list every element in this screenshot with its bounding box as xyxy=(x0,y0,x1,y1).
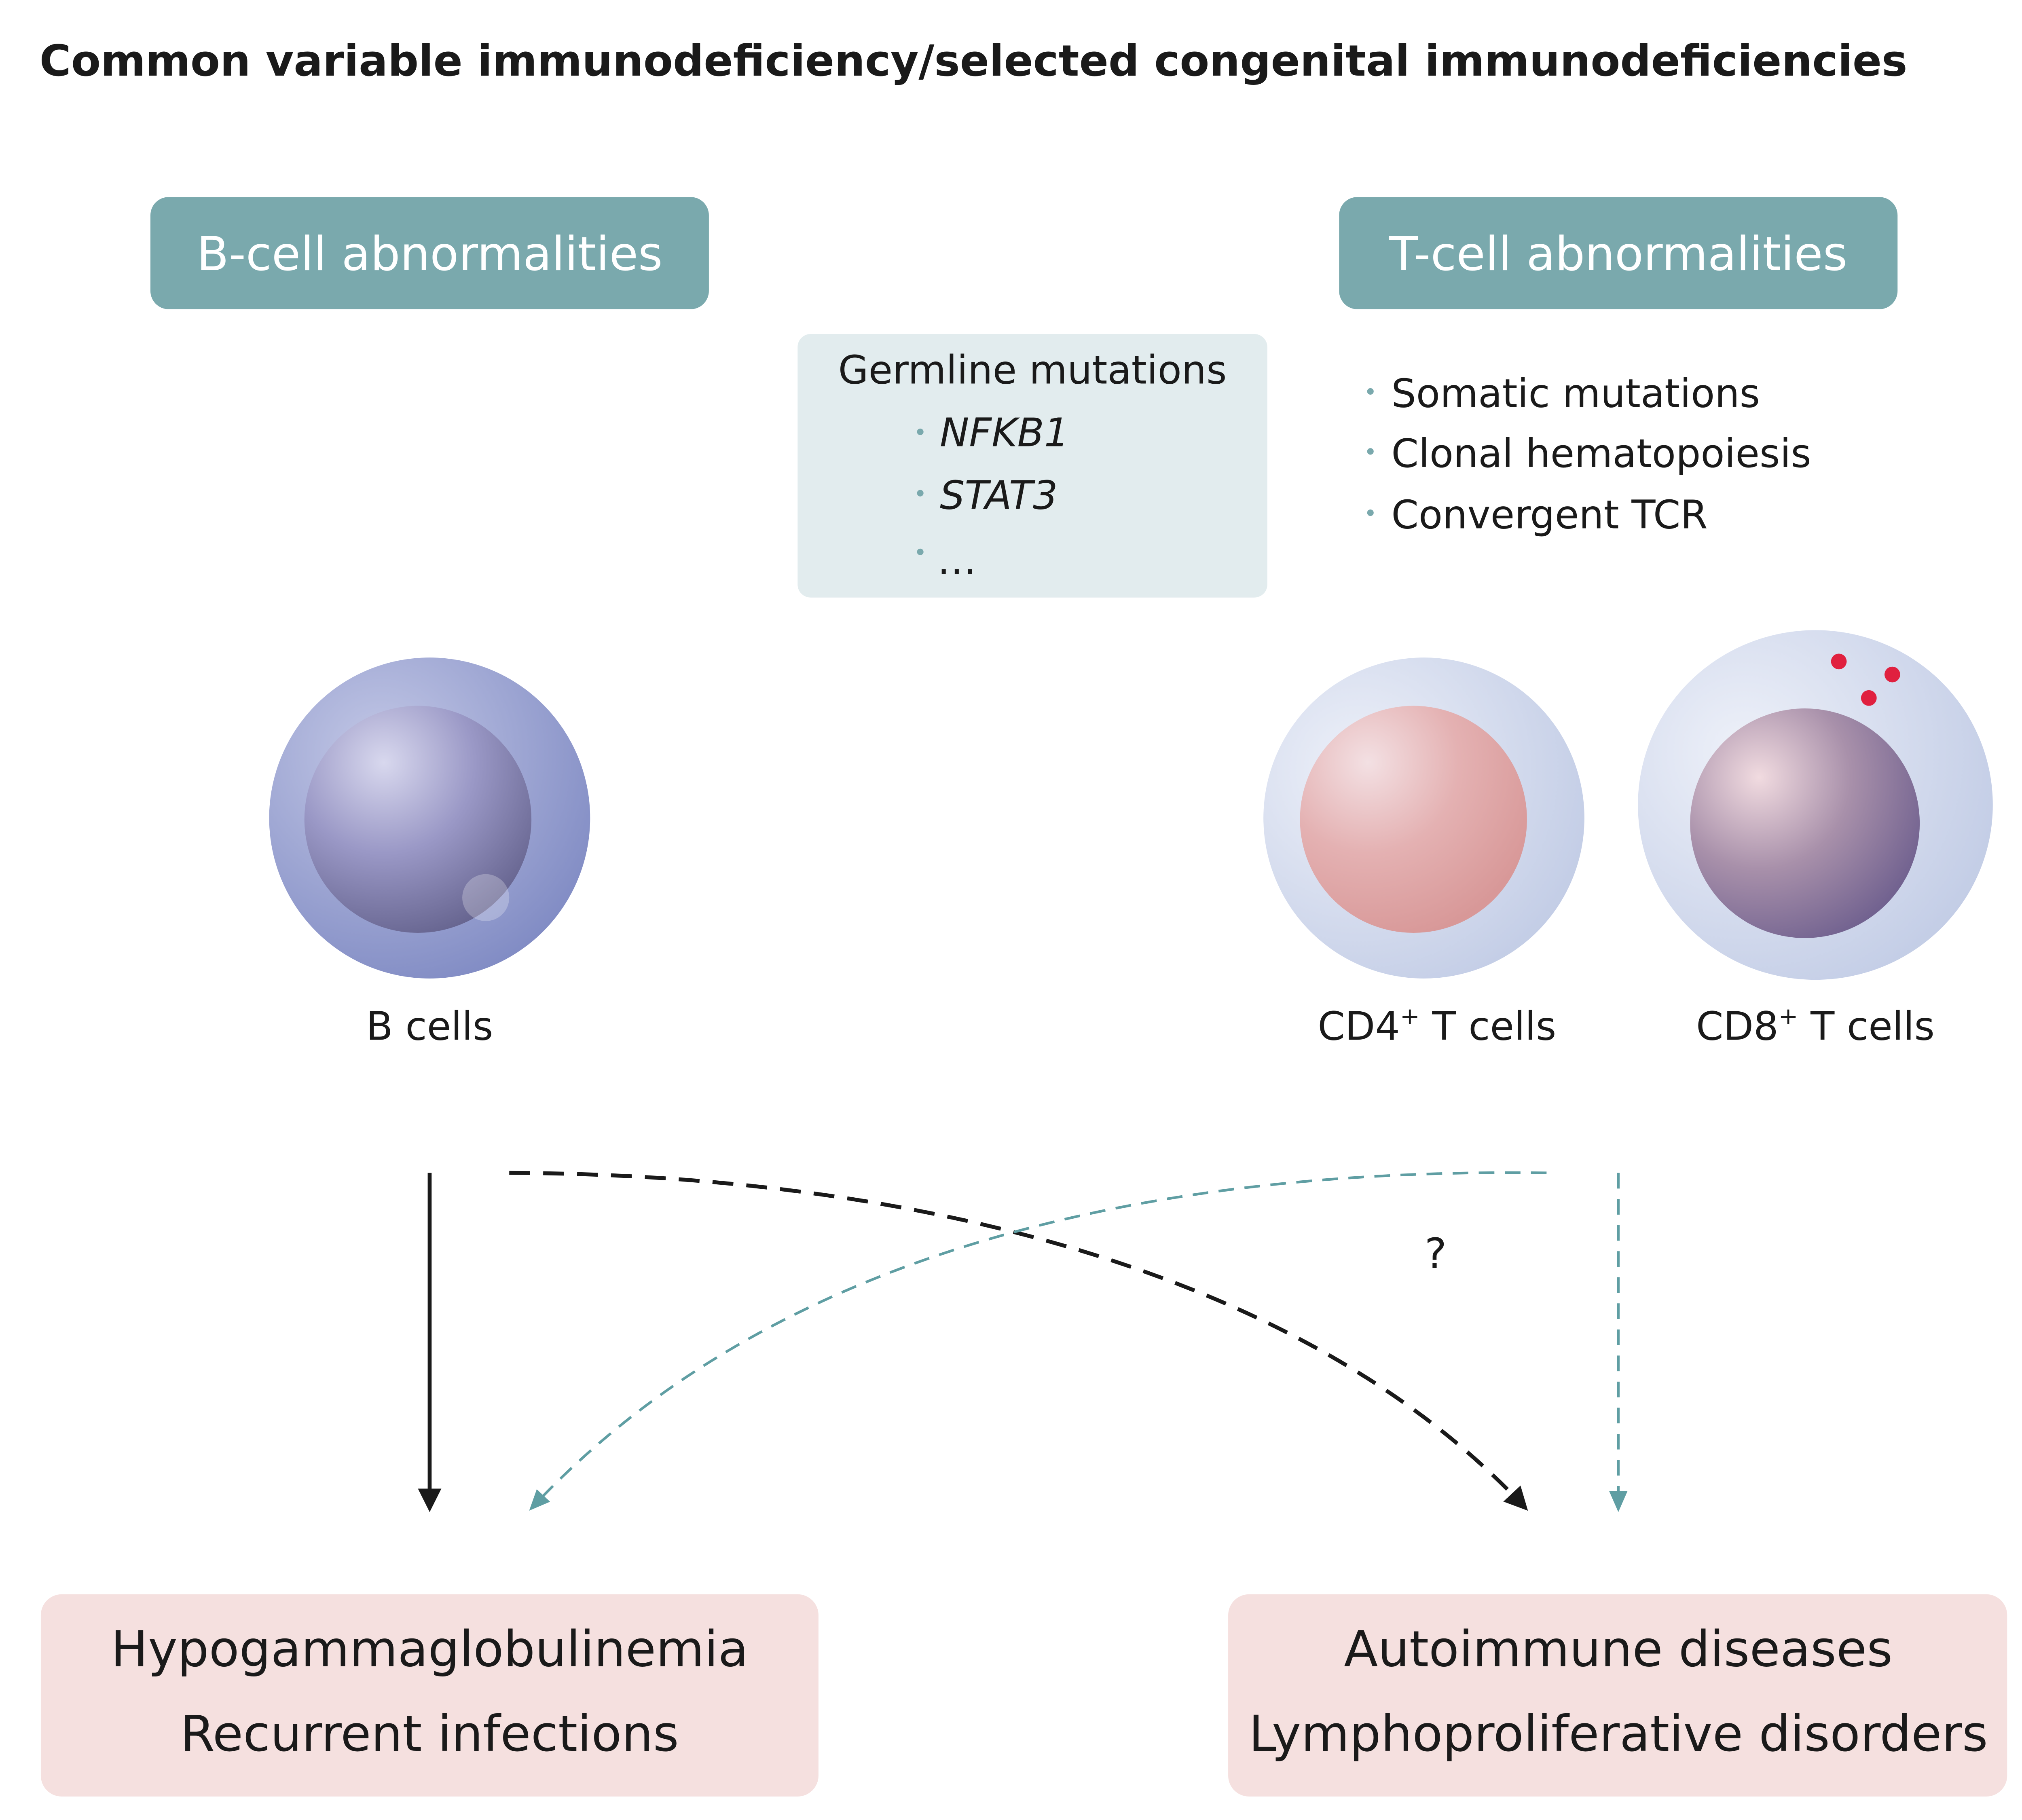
t-cell-header-label: T-cell abnormalities xyxy=(1389,227,1847,281)
granule xyxy=(1831,653,1847,670)
t-factor-item: Convergent TCR xyxy=(1391,492,1707,538)
germline-item: … xyxy=(937,538,977,583)
b-cell-header: B-cell abnormalities xyxy=(150,197,709,309)
granule xyxy=(1885,666,1900,683)
germline-mutations-box: Germline mutations NFKB1 STAT3 … xyxy=(797,334,1267,598)
outcome-text: Lymphoproliferative disorders xyxy=(1249,1705,1988,1763)
bullet-icon xyxy=(917,548,924,555)
germline-item: NFKB1 xyxy=(940,410,1069,455)
cd4-t-cells-label: CD4+ T cells xyxy=(1318,1002,1556,1049)
outcome-text: Autoimmune diseases xyxy=(1344,1620,1893,1678)
b-cell-header-label: B-cell abnormalities xyxy=(197,227,662,281)
t-cell-factors-list: Somatic mutations Clonal hematopoiesis C… xyxy=(1367,371,1811,538)
cd8-t-cells-label: CD8+ T cells xyxy=(1696,1002,1935,1049)
b-cell-illustration xyxy=(269,657,590,979)
outcome-box-right: Autoimmune diseases Lymphoproliferative … xyxy=(1228,1594,2007,1797)
question-mark: ? xyxy=(1425,1230,1447,1278)
bullet-icon xyxy=(917,428,924,435)
outcome-text: Recurrent infections xyxy=(180,1705,679,1763)
cd4-t-cell-illustration xyxy=(1263,657,1584,979)
b-to-autoimmune-dashed-arrow xyxy=(509,1171,1528,1511)
outcome-text: Hypogammaglobulinemia xyxy=(111,1620,749,1678)
germline-item: STAT3 xyxy=(940,472,1058,518)
granule xyxy=(1861,690,1877,706)
b-cells-label: B cells xyxy=(366,1004,493,1049)
cd8-t-cell-illustration xyxy=(1638,630,1993,980)
germline-heading: Germline mutations xyxy=(838,347,1227,393)
bullet-icon xyxy=(917,490,924,497)
page-title: Common variable immunodeficiency/selecte… xyxy=(40,36,1908,86)
t-factor-item: Clonal hematopoiesis xyxy=(1391,431,1811,476)
t-cell-header: T-cell abnormalities xyxy=(1339,197,1898,309)
bullet-icon xyxy=(1367,388,1374,395)
t-to-infections-dashed-arrow xyxy=(529,1171,1547,1511)
t-factor-item: Somatic mutations xyxy=(1391,371,1760,416)
bullet-icon xyxy=(1367,509,1374,516)
bullet-icon xyxy=(1367,448,1374,455)
outcome-box-left: Hypogammaglobulinemia Recurrent infectio… xyxy=(40,1594,819,1797)
